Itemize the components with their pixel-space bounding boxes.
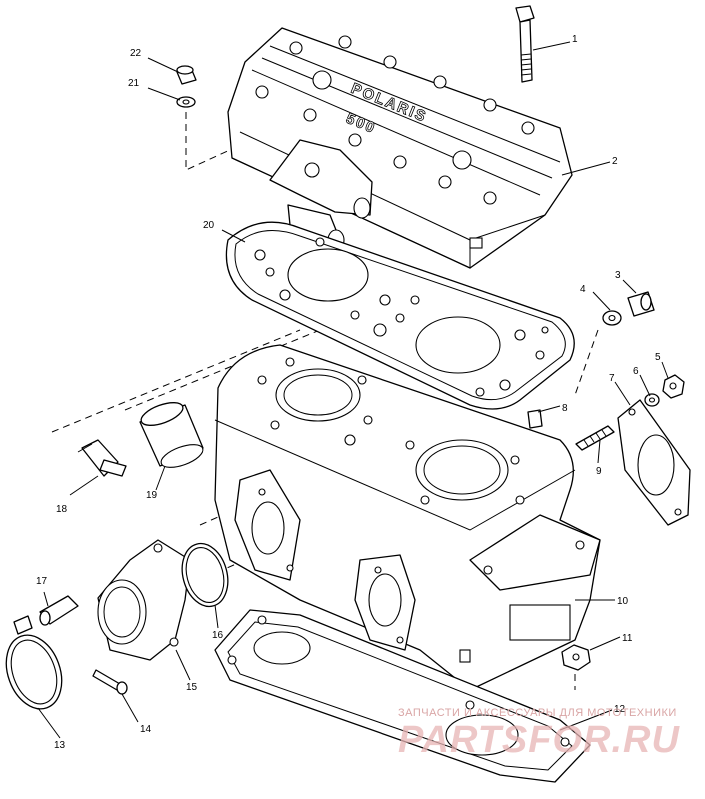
callout-22: 22 [130, 48, 142, 59]
watermark: ЗАПЧАСТИ И АКСЕССУАРЫ ДЛЯ МОТОТЕХНИКИ PA… [398, 707, 680, 761]
callout-15: 15 [186, 682, 198, 693]
callout-16: 16 [212, 630, 224, 641]
cover-screw [176, 65, 197, 85]
cover-bolt-bosses [255, 35, 535, 205]
callout-13: 13 [54, 740, 66, 751]
watermark-tagline: ЗАПЧАСТИ И АКСЕССУАРЫ ДЛЯ МОТОТЕХНИКИ [398, 707, 677, 719]
head-bolt [515, 5, 535, 83]
bolt-3 [627, 291, 655, 317]
callout-10: 10 [617, 596, 629, 607]
base-nut [561, 644, 591, 671]
cylinder-stud-holes [257, 357, 525, 505]
intake-flange [97, 539, 191, 661]
fitting [39, 595, 79, 626]
callout-11: 11 [622, 633, 633, 644]
callout-17: 17 [36, 576, 48, 587]
callout-4: 4 [580, 284, 586, 295]
hose-clamp [5, 615, 63, 710]
callout-19: 19 [146, 490, 158, 501]
callout-12: 12 [614, 704, 626, 715]
washer-6 [644, 393, 660, 407]
cylinder-block [214, 344, 601, 691]
base-gasket [214, 609, 591, 783]
watermark-logo: PARTSFOR.RU [398, 719, 680, 761]
callout-8: 8 [562, 403, 568, 414]
callout-1: 1 [572, 34, 578, 45]
callout-numbers: 1 2 3 4 5 6 7 8 9 10 11 12 13 14 15 16 1… [36, 34, 661, 751]
callout-21: 21 [128, 78, 140, 89]
cover-washer [176, 96, 196, 108]
leader-lines [37, 41, 669, 739]
callout-5: 5 [655, 352, 661, 363]
exhaust-stud [575, 425, 615, 451]
callout-2: 2 [612, 156, 618, 167]
clamp-screw [92, 669, 128, 695]
callout-18: 18 [56, 504, 68, 515]
exhaust-gasket [617, 399, 691, 526]
washer-4 [602, 310, 622, 326]
head-gasket [225, 221, 575, 410]
dowel-pin [527, 409, 543, 429]
temperature-sensor [77, 439, 127, 477]
gasket-port-holes [254, 237, 549, 397]
callout-3: 3 [615, 270, 621, 281]
o-ring [181, 542, 229, 608]
callout-20: 20 [203, 220, 215, 231]
callout-9: 9 [596, 466, 602, 477]
nut-5 [662, 374, 685, 399]
callout-14: 14 [140, 724, 152, 735]
thermostat-sleeve [139, 402, 204, 468]
callout-7: 7 [609, 373, 615, 384]
callout-6: 6 [633, 366, 639, 377]
